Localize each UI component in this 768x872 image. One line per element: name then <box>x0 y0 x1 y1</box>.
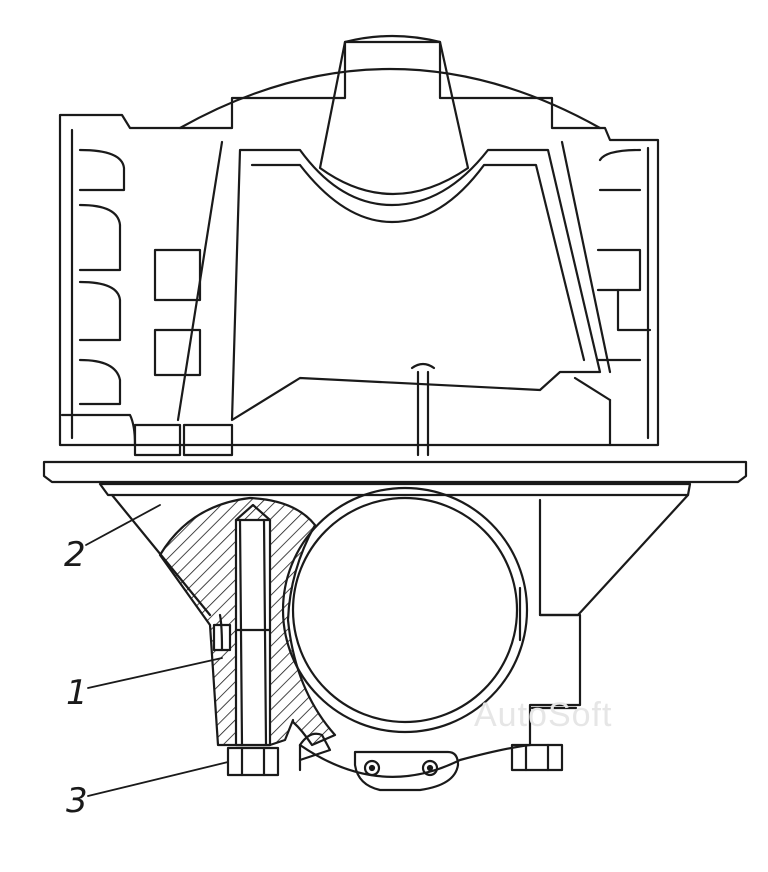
callout-1: 1 <box>66 673 88 713</box>
watermark: AutoSoft <box>474 696 613 734</box>
callout-2: 2 <box>64 535 86 575</box>
housing-flange <box>42 460 748 497</box>
bearing-cap-section <box>158 496 337 762</box>
leader-1 <box>87 657 223 689</box>
leader-lines <box>85 504 229 797</box>
stud-nut-left <box>226 746 280 777</box>
callout-3: 3 <box>66 781 88 821</box>
leader-2 <box>85 504 161 546</box>
lock-plate <box>353 750 460 792</box>
stud-nut-right <box>510 743 564 772</box>
leader-3 <box>87 761 229 797</box>
upper-housing <box>58 34 660 457</box>
